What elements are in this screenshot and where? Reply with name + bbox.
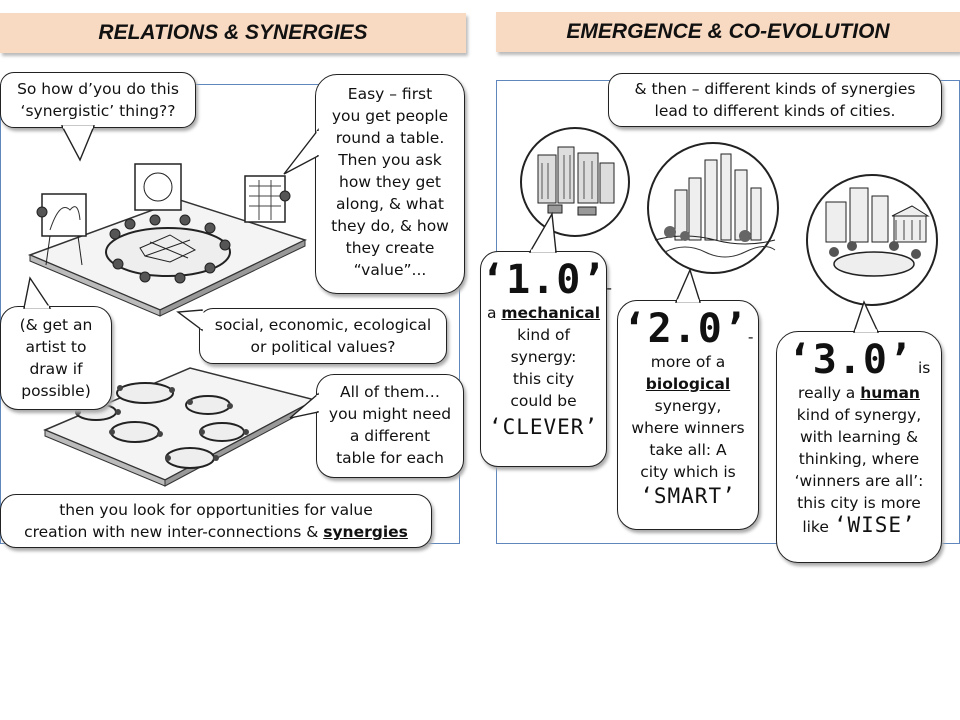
synergies-word: synergies [323, 523, 408, 541]
version-1-dash: - [606, 279, 613, 297]
values-bubble: social, economic, ecological or politica… [199, 308, 447, 364]
version-2-dash: - [747, 328, 754, 346]
wise-line-2: kind of synergy, [796, 406, 922, 424]
cities-intro-bubble: & then – different kinds of synergies le… [608, 73, 942, 127]
allthem-line-1: All of them… [339, 383, 441, 401]
opportunities-line-2-text: creation with new inter-connections & [24, 523, 324, 541]
easy-steps-bubble: Easy – first you get people round a tabl… [315, 74, 465, 294]
wise-word: ‘WISE’ [833, 513, 916, 537]
values-bubble-tail [176, 309, 204, 332]
smart-heading: ‘2.0’- [618, 307, 758, 351]
right-header-title: EMERGENCE & CO-EVOLUTION [566, 20, 890, 43]
clever-line-4: this city [512, 370, 575, 388]
clever-city-bubble: ‘1.0’- a mechanical kind of synergy: thi… [480, 251, 612, 467]
smart-line-2: synergy, [654, 397, 722, 415]
smart-city-bubble: ‘2.0’- more of a biological synergy, whe… [617, 300, 759, 530]
upper-table-sketch [27, 163, 308, 317]
artist-line-2: artist to [25, 338, 87, 356]
version-3-label: ‘3.0’ [787, 337, 914, 383]
clever-line-1: a mechanical [481, 302, 606, 324]
smart-line-5: city which is [640, 463, 736, 481]
easy-line-2: you get people [331, 107, 449, 125]
clever-heading: ‘1.0’- [481, 257, 612, 303]
version-2-label: ‘2.0’ [622, 306, 748, 352]
smart-line-3: where winners [631, 419, 745, 437]
cities-intro-line-1: & then – different kinds of synergies [634, 80, 916, 98]
left-header-title: RELATIONS & SYNERGIES [98, 21, 368, 44]
easy-line-5: how they get [339, 173, 441, 191]
clever-line-5: could be [510, 392, 577, 410]
left-panel-header: RELATIONS & SYNERGIES [0, 13, 466, 53]
values-line-2: or political values? [250, 338, 396, 356]
easy-line-6: along, & what [336, 195, 444, 213]
wise-line-6: this city is more [797, 494, 921, 512]
smart-word: ‘SMART’ [640, 484, 736, 508]
right-panel-header: EMERGENCE & CO-EVOLUTION [496, 12, 960, 52]
smart-bubble-tail [674, 268, 701, 303]
version-1-label: ‘1.0’ [481, 257, 607, 303]
question-line-1: So how d’you do this [17, 80, 179, 98]
wise-line-3: with learning & [799, 428, 919, 446]
wise-line-5: ‘winners are all’: [794, 472, 924, 490]
all-of-them-bubble: All of them… you might need a different … [316, 374, 464, 478]
allthem-bubble-tail [289, 392, 320, 419]
clever-pre: a [486, 304, 502, 322]
easy-line-7: they do, & how [331, 217, 449, 235]
human-word: human [860, 384, 920, 402]
question-bubble-tail [60, 125, 96, 162]
artist-line-3: draw if [29, 360, 83, 378]
easy-bubble-tail [283, 127, 320, 175]
artist-line-4: possible) [21, 382, 91, 400]
smart-line-4: take all: A [649, 441, 727, 459]
easy-line-8: they create [345, 239, 435, 257]
mechanical-word: mechanical [501, 304, 601, 322]
wise-is: is [917, 359, 931, 377]
opportunities-bubble: then you look for opportunities for valu… [0, 494, 432, 548]
city-sketch-3 [806, 174, 938, 306]
easy-line-4: Then you ask [338, 151, 442, 169]
city-sketch-2 [647, 142, 779, 274]
opportunities-line-1: then you look for opportunities for valu… [59, 501, 373, 519]
wise-heading: ‘3.0’ is [777, 338, 941, 382]
allthem-line-2: you might need [328, 405, 452, 423]
easy-line-9: “value”... [353, 261, 427, 279]
easy-line-1: Easy – first [347, 85, 433, 103]
wise-line-1: really a human [777, 382, 941, 404]
question-bubble: So how d’you do this ‘synergistic’ thing… [0, 72, 196, 128]
cities-intro-line-2: lead to different kinds of cities. [654, 102, 896, 120]
allthem-line-3: a different [349, 427, 431, 445]
wise-pre: really a [798, 384, 861, 402]
wise-line-7: like ‘WISE’ [777, 514, 941, 538]
clever-bubble-tail [528, 211, 557, 253]
wise-line-4: thinking, where [798, 450, 920, 468]
allthem-line-4: table for each [336, 449, 444, 467]
artist-bubble: (& get an artist to draw if possible) [0, 306, 112, 410]
wise-like: like [802, 518, 834, 536]
clever-line-2: kind of [517, 326, 570, 344]
city-sketch-1 [520, 127, 630, 237]
easy-line-3: round a table. [335, 129, 445, 147]
opportunities-line-2: creation with new inter-connections & sy… [1, 521, 431, 543]
artist-bubble-tail [23, 276, 52, 309]
clever-line-3: synergy: [510, 348, 577, 366]
lower-tables-sketch [43, 367, 318, 487]
question-line-2: ‘synergistic’ thing?? [20, 102, 176, 120]
wise-bubble-tail [853, 300, 880, 333]
values-line-1: social, economic, ecological [214, 316, 432, 334]
biological-word: biological [645, 375, 731, 393]
smart-line-1: more of a [650, 353, 726, 371]
wise-city-bubble: ‘3.0’ is really a human kind of synergy,… [776, 331, 942, 563]
artist-line-1: (& get an [19, 316, 93, 334]
clever-word: ‘CLEVER’ [488, 415, 599, 439]
